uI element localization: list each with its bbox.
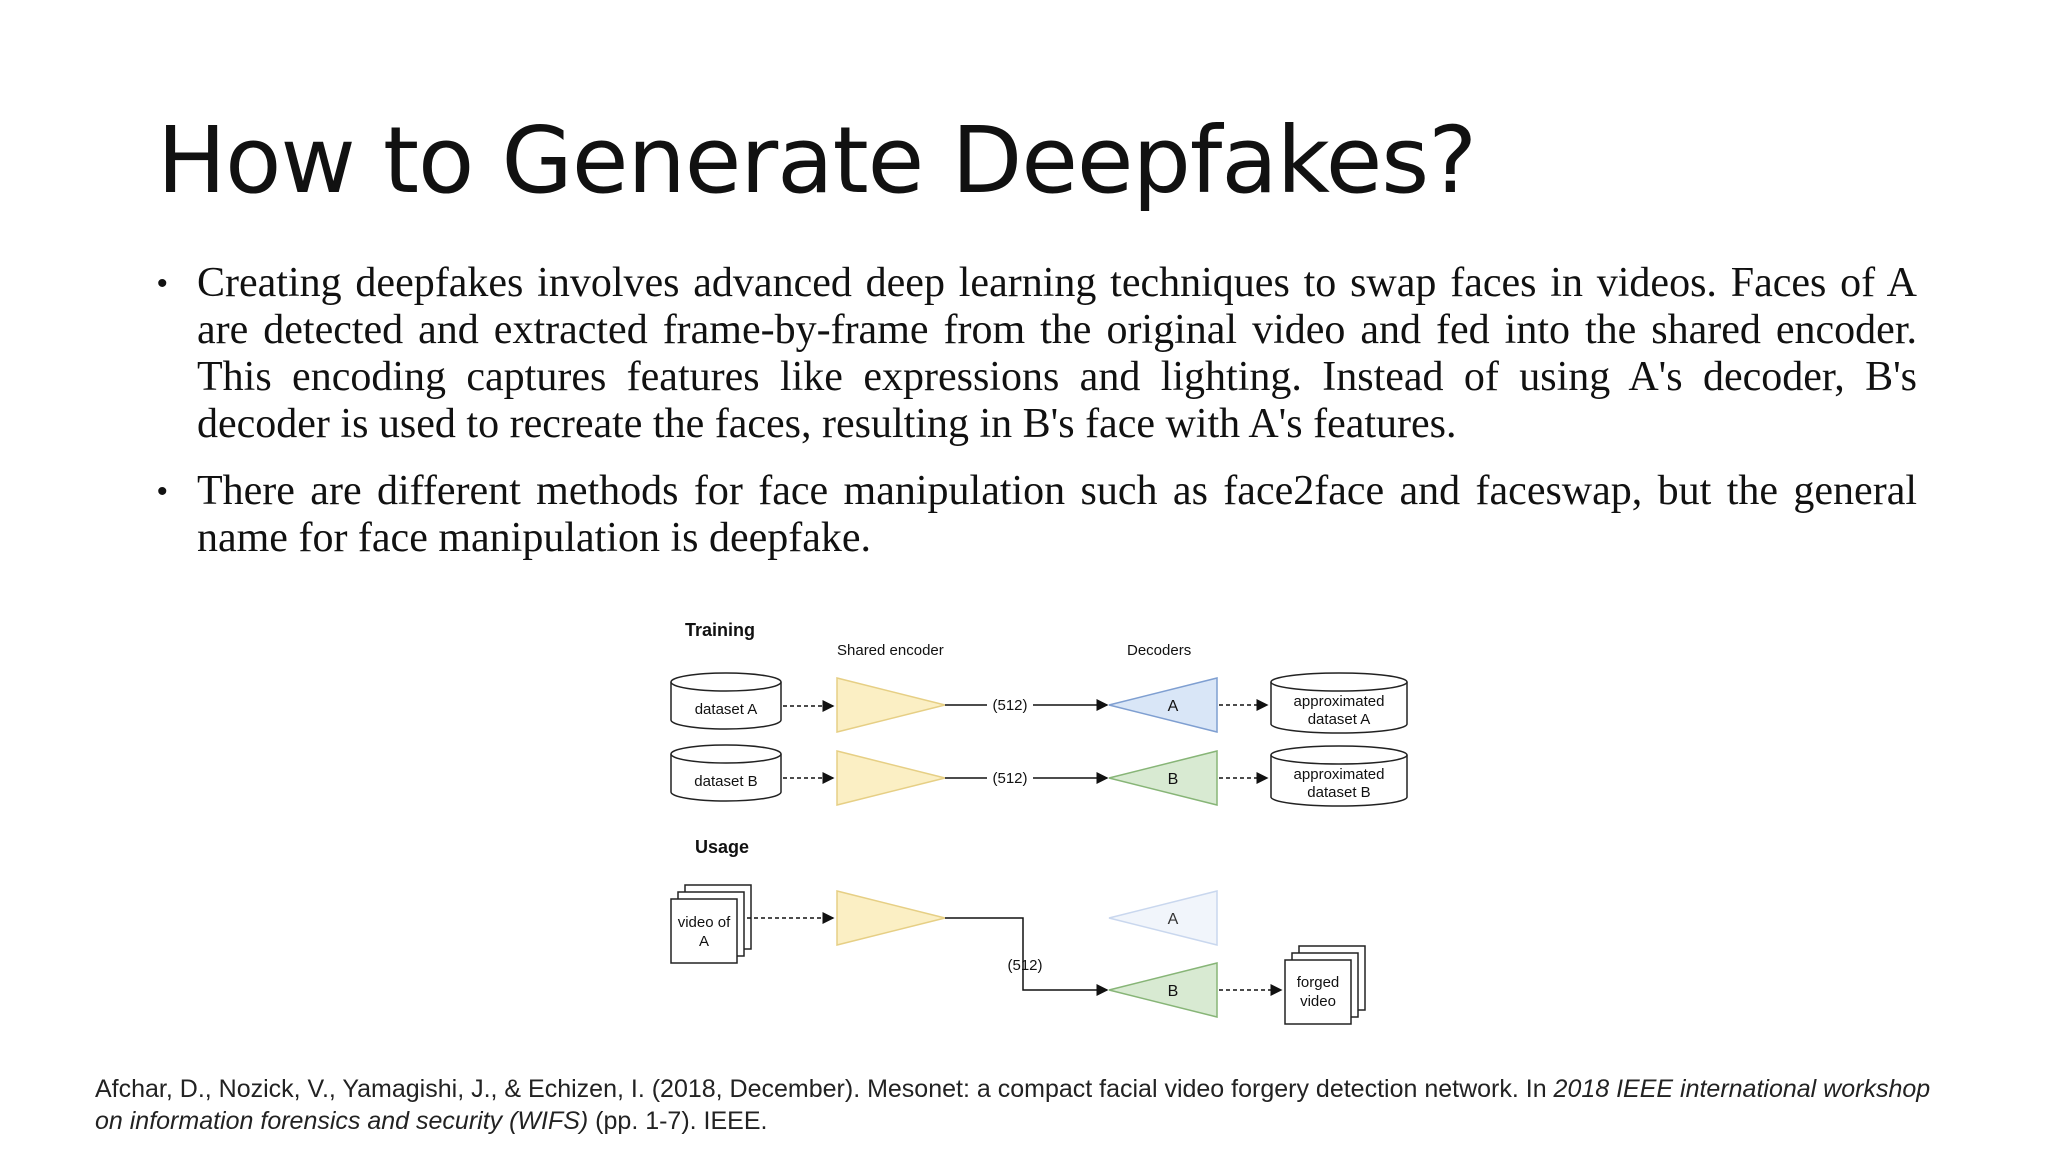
slide-title: How to Generate Deepfakes? — [157, 107, 1477, 214]
encoder-usage-triangle — [836, 890, 946, 946]
forged-line2: video — [1300, 993, 1336, 1010]
decoder-b-triangle — [1108, 750, 1218, 806]
bullet-text: Creating deepfakes involves advanced dee… — [197, 260, 1917, 447]
citation-pages: (pp. 1-7). IEEE. — [588, 1107, 768, 1135]
approx-a-line2: dataset A — [1308, 711, 1371, 728]
dataset-b-cylinder: dataset B — [670, 744, 782, 802]
citation: Afchar, D., Nozick, V., Yamagishi, J., &… — [95, 1073, 1955, 1137]
training-label: Training — [685, 620, 755, 640]
approx-dataset-a-cylinder: approximated dataset A — [1270, 672, 1408, 734]
encoder-b-triangle — [836, 750, 946, 806]
video-a-line2: A — [699, 933, 709, 950]
forged-video-stack: forged video — [1284, 945, 1366, 1025]
approx-b-line1: approximated — [1294, 766, 1385, 783]
shared-encoder-label: Shared encoder — [837, 642, 944, 659]
deepfake-pipeline-diagram: Training Shared encoder Decoders dataset… — [670, 620, 1408, 1025]
dataset-a-cylinder: dataset A — [670, 672, 782, 730]
approx-a-line1: approximated — [1294, 693, 1385, 710]
decoder-b-usage-triangle — [1108, 962, 1218, 1018]
approx-b-line2: dataset B — [1307, 784, 1370, 801]
bullet-icon: • — [157, 475, 168, 508]
decoder-b-usage-label: B — [1168, 983, 1179, 1000]
bullet-list: • Creating deepfakes involves advanced d… — [157, 260, 1917, 582]
video-a-stack: video of A — [670, 884, 752, 964]
dataset-a-label: dataset A — [695, 701, 758, 718]
bullet-text: There are different methods for face man… — [197, 468, 1917, 561]
forged-line1: forged — [1297, 974, 1340, 991]
decoder-a-label: A — [1168, 698, 1179, 715]
dataset-b-label: dataset B — [694, 773, 757, 790]
decoders-label: Decoders — [1127, 642, 1191, 659]
decoder-a-faded-label: A — [1168, 911, 1179, 928]
bullet-icon: • — [157, 267, 168, 300]
decoder-b-label: B — [1168, 771, 1179, 788]
video-a-line1: video of — [678, 914, 731, 931]
citation-authors: Afchar, D., Nozick, V., Yamagishi, J., &… — [95, 1075, 1554, 1103]
decoder-a-faded-triangle — [1108, 890, 1218, 946]
approx-dataset-b-cylinder: approximated dataset B — [1270, 745, 1408, 807]
bullet-item: • There are different methods for face m… — [157, 468, 1917, 562]
citation-venue: 2018 IEEE international workshop on info… — [95, 1075, 1931, 1135]
bullet-item: • Creating deepfakes involves advanced d… — [157, 260, 1917, 448]
latent-b-label: (512) — [992, 770, 1027, 787]
encoder-a-triangle — [836, 677, 946, 733]
latent-usage-label: (512) — [1007, 957, 1042, 974]
latent-a-label: (512) — [992, 697, 1027, 714]
usage-label: Usage — [695, 837, 749, 857]
decoder-a-triangle — [1108, 677, 1218, 733]
